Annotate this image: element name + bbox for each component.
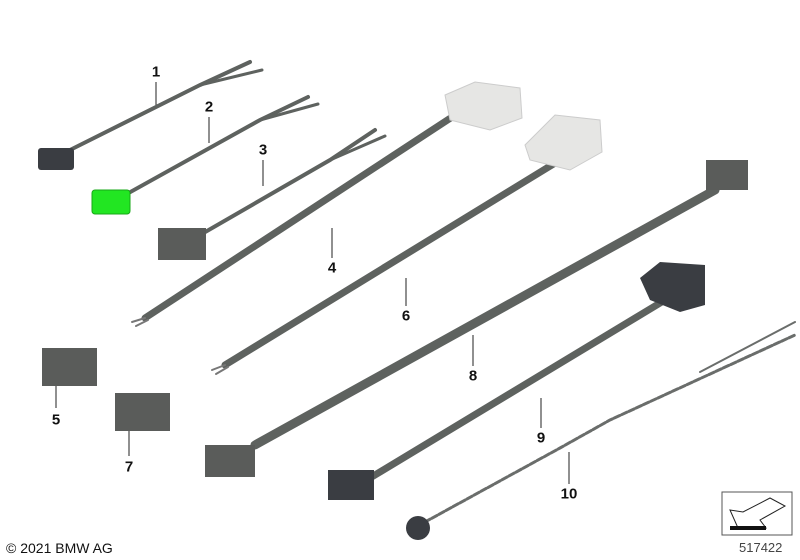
part-7 <box>115 393 170 431</box>
copyright: © 2021 BMW AG <box>6 540 113 556</box>
diagram-logo <box>721 491 793 536</box>
callout-1: 1 <box>151 63 161 81</box>
callout-2: 2 <box>204 98 214 116</box>
part-5 <box>42 348 97 386</box>
callout-8: 8 <box>468 367 478 385</box>
callout-9: 9 <box>536 429 546 447</box>
connector-4 <box>444 81 523 131</box>
connector-8-bottom <box>205 445 255 477</box>
connector-8-top <box>706 160 748 190</box>
connector-6 <box>524 114 603 171</box>
callout-7: 7 <box>124 458 134 476</box>
connector-10 <box>406 516 430 540</box>
connector-1 <box>38 148 74 170</box>
callout-4: 4 <box>327 259 337 277</box>
cables <box>68 60 797 524</box>
connectors <box>38 81 748 540</box>
connector-3 <box>158 228 206 260</box>
connector-9-bottom <box>328 470 374 500</box>
callout-6: 6 <box>401 307 411 325</box>
callout-5: 5 <box>51 411 61 429</box>
diagram-number: 517422 <box>739 540 783 555</box>
callout-3: 3 <box>258 141 268 159</box>
callout-10: 10 <box>560 485 578 503</box>
connector-2-highlighted <box>91 189 131 215</box>
connector-9-top <box>640 262 705 312</box>
leader-lines <box>55 82 570 484</box>
